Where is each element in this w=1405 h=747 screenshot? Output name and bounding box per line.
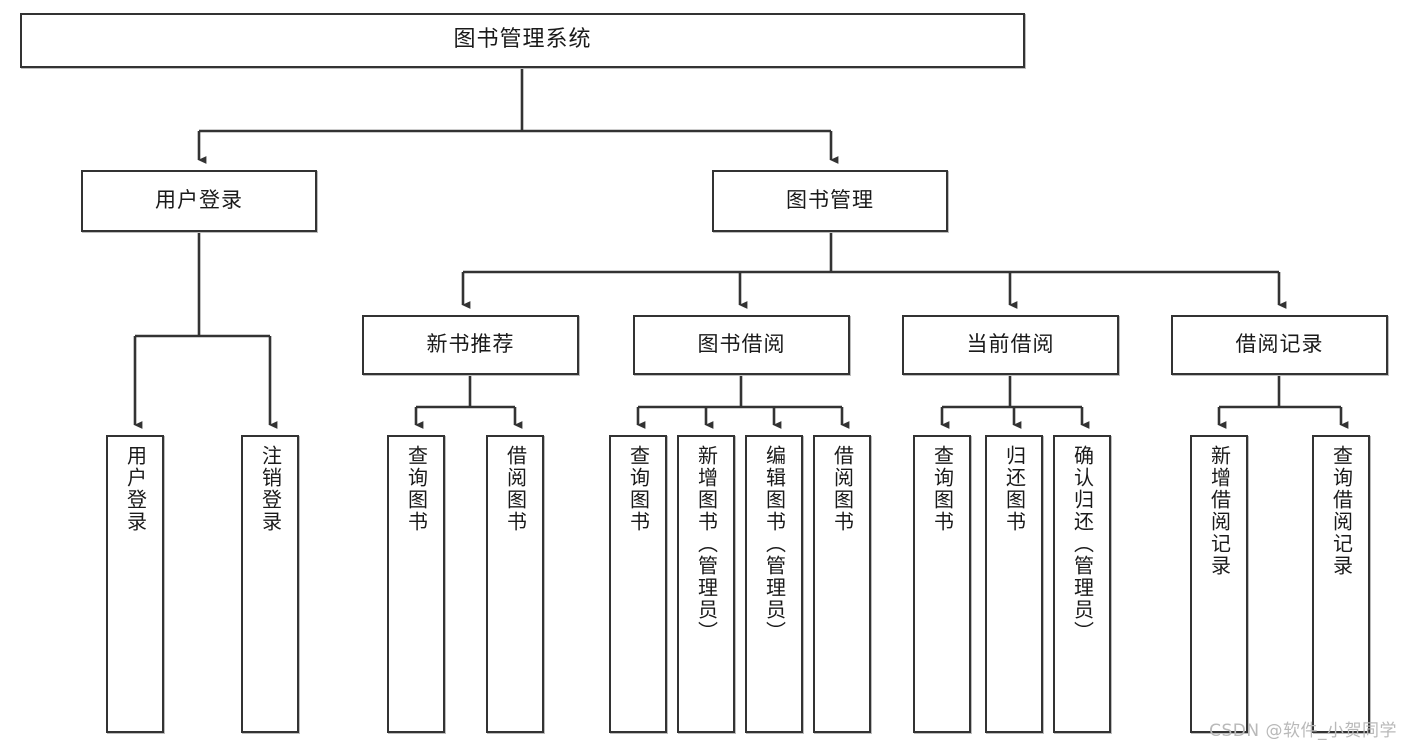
- node-leaf-cur-return-label: 归还图书: [1002, 445, 1027, 533]
- node-leaf-user-logout-label: 注销登录: [258, 445, 283, 533]
- node-leaf-borrow-add[interactable]: 新增图书（管理员）: [677, 435, 735, 733]
- node-leaf-borrow-add-label: 新增图书（管理员）: [694, 445, 719, 643]
- node-leaf-user-logout[interactable]: 注销登录: [241, 435, 299, 733]
- node-leaf-cur-confirm[interactable]: 确认归还（管理员）: [1053, 435, 1111, 733]
- node-leaf-borrow-lend-label: 借阅图书: [830, 445, 855, 533]
- node-leaf-rec-borrow-label: 借阅图书: [503, 445, 528, 533]
- node-leaf-rec-add-label: 新增借阅记录: [1207, 445, 1232, 577]
- node-leaf-rec-search-label: 查询借阅记录: [1329, 445, 1354, 577]
- node-borrow-record-label: 借阅记录: [1235, 332, 1324, 357]
- node-book-manage-label: 图书管理: [786, 188, 874, 213]
- node-new-book-rec[interactable]: 新书推荐: [362, 315, 579, 375]
- node-current-borrow[interactable]: 当前借阅: [902, 315, 1119, 375]
- node-leaf-rec-query-label: 查询图书: [404, 445, 429, 533]
- csdn-watermark: CSDN @软件_小贺同学: [1209, 721, 1397, 741]
- node-root-label: 图书管理系统: [453, 27, 592, 53]
- node-leaf-borrow-edit[interactable]: 编辑图书（管理员）: [745, 435, 803, 733]
- node-leaf-rec-add[interactable]: 新增借阅记录: [1190, 435, 1248, 733]
- node-leaf-borrow-query-label: 查询图书: [626, 445, 651, 533]
- node-leaf-cur-return[interactable]: 归还图书: [985, 435, 1043, 733]
- node-leaf-cur-query-label: 查询图书: [930, 445, 955, 533]
- node-leaf-borrow-edit-label: 编辑图书（管理员）: [762, 445, 787, 643]
- node-leaf-cur-confirm-label: 确认归还（管理员）: [1070, 445, 1095, 643]
- node-current-borrow-label: 当前借阅: [966, 332, 1055, 357]
- node-user-login[interactable]: 用户登录: [81, 170, 317, 232]
- node-new-book-rec-label: 新书推荐: [426, 332, 515, 357]
- node-leaf-rec-borrow[interactable]: 借阅图书: [486, 435, 544, 733]
- node-book-borrow[interactable]: 图书借阅: [633, 315, 850, 375]
- node-root[interactable]: 图书管理系统: [20, 13, 1025, 68]
- node-leaf-borrow-lend[interactable]: 借阅图书: [813, 435, 871, 733]
- node-book-borrow-label: 图书借阅: [697, 332, 786, 357]
- node-leaf-cur-query[interactable]: 查询图书: [913, 435, 971, 733]
- node-leaf-user-login[interactable]: 用户登录: [106, 435, 164, 733]
- node-borrow-record[interactable]: 借阅记录: [1171, 315, 1388, 375]
- node-leaf-borrow-query[interactable]: 查询图书: [609, 435, 667, 733]
- node-leaf-user-login-label: 用户登录: [123, 445, 148, 533]
- node-leaf-rec-query[interactable]: 查询图书: [387, 435, 445, 733]
- node-book-manage[interactable]: 图书管理: [712, 170, 948, 232]
- node-leaf-rec-search[interactable]: 查询借阅记录: [1312, 435, 1370, 733]
- node-user-login-label: 用户登录: [155, 188, 243, 213]
